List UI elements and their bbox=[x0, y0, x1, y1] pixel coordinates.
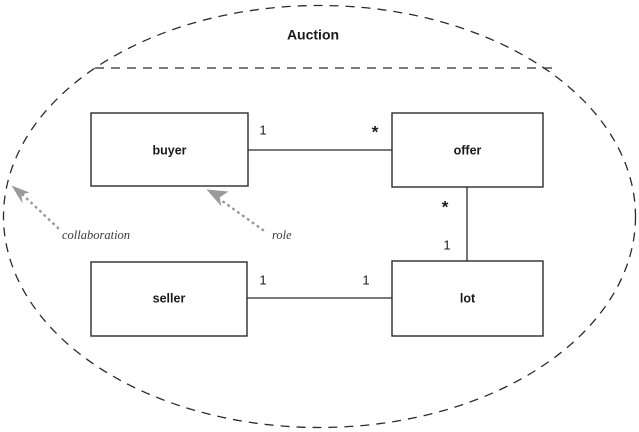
multiplicity-offer-lot-target: 1 bbox=[443, 237, 450, 252]
node-seller-box bbox=[90, 261, 248, 337]
collaboration-title: Auction bbox=[287, 27, 339, 43]
multiplicity-seller-lot-target: 1 bbox=[362, 272, 369, 287]
annotation-collaboration: collaboration bbox=[11, 185, 130, 242]
node-offer[interactable]: offer bbox=[391, 112, 544, 188]
node-offer-label: offer bbox=[454, 143, 482, 157]
collaboration-leader-line bbox=[20, 192, 60, 230]
multiplicity-seller-lot-source: 1 bbox=[259, 272, 266, 287]
node-lot-box bbox=[391, 260, 544, 337]
multiplicity-buyer-offer-source: 1 bbox=[259, 122, 266, 137]
role-leader-line bbox=[216, 196, 265, 232]
multiplicity-buyer-offer-target: * bbox=[372, 122, 379, 141]
node-buyer[interactable]: buyer bbox=[90, 112, 249, 187]
role-annotation-label: role bbox=[272, 228, 292, 242]
node-offer-box bbox=[391, 112, 544, 188]
node-buyer-box bbox=[90, 112, 249, 187]
annotation-role: role bbox=[206, 189, 292, 242]
node-seller[interactable]: seller bbox=[90, 261, 248, 337]
collaboration-arrow-icon bbox=[11, 185, 30, 204]
node-buyer-label: buyer bbox=[152, 143, 186, 157]
collaboration-annotation-label: collaboration bbox=[62, 228, 130, 242]
node-lot[interactable]: lot bbox=[391, 260, 544, 337]
multiplicity-offer-lot-source: * bbox=[442, 197, 449, 216]
node-lot-label: lot bbox=[460, 291, 476, 305]
collaboration-boundary-ellipse bbox=[2, 4, 637, 429]
role-arrow-icon bbox=[206, 189, 229, 207]
node-seller-label: seller bbox=[153, 291, 186, 305]
